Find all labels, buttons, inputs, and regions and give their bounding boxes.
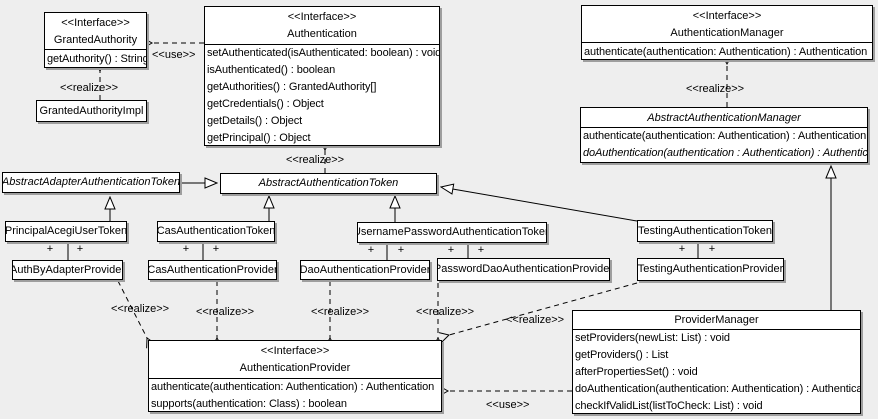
class-name: TestingAuthenticationToken	[638, 224, 772, 237]
edge-label-realize: <<realize>>	[196, 306, 255, 318]
association-end-plus: +	[76, 243, 84, 255]
method: authenticate(authentication: Authenticat…	[584, 46, 868, 58]
stereotype: <<Interface>>	[61, 17, 130, 29]
method: authenticate(authentication: Authenticat…	[151, 381, 435, 393]
edge-label-use: <<use>>	[152, 49, 196, 61]
class-name: TestingAuthenticationProvider	[637, 263, 784, 275]
class-dao-authentication-provider[interactable]: DaoAuthenticationProvider	[300, 260, 430, 280]
method: supports(authentication: Class) : boolea…	[151, 398, 347, 410]
stereotype: <<Interface>>	[260, 345, 330, 357]
association-end-plus: +	[678, 243, 686, 255]
class-name: CasAuthenticationToken	[157, 225, 275, 237]
class-name: UsernamePasswordAuthenticationToken	[357, 226, 547, 238]
edge-label-realize: <<realize>>	[311, 306, 370, 318]
edge-label-realize: <<realize>>	[286, 154, 345, 166]
class-abstract-authentication-token[interactable]: AbstractAuthenticationToken	[220, 173, 437, 194]
class-name: AbstractAuthenticationManager	[647, 112, 801, 124]
method: setProviders(newList: List) : void	[575, 332, 730, 344]
class-name: DaoAuthenticationProvider	[300, 263, 430, 276]
class-name: AbstractAuthenticationToken	[258, 177, 399, 189]
association-end-plus: +	[708, 243, 716, 255]
class-authentication-provider[interactable]: <<Interface>> AuthenticationProvider aut…	[148, 340, 442, 412]
method: checkIfValidList(listToCheck: List) : vo…	[575, 400, 763, 412]
class-testing-authentication-provider[interactable]: TestingAuthenticationProvider	[637, 258, 784, 281]
edge-label-realize: <<realize>>	[506, 314, 565, 326]
class-principal-acegi-user-token[interactable]: PrincipalAcegiUserToken	[5, 221, 127, 242]
class-abstract-adapter-authentication-token[interactable]: AbstractAdapterAuthenticationToken	[2, 172, 180, 193]
edge-label-realize: <<realize>>	[111, 303, 170, 315]
association-end-plus: +	[447, 244, 455, 256]
method: doAuthentication(authentication: Authent…	[575, 383, 860, 395]
association-end-plus: +	[367, 244, 375, 256]
method: getDetails() : Object	[207, 115, 303, 127]
edge-realize-authbyadapterprovider	[117, 280, 156, 349]
class-granted-authority[interactable]: <<Interface>> GrantedAuthority getAuthor…	[44, 12, 147, 68]
class-name: AuthByAdapterProvider	[12, 263, 123, 276]
class-authentication[interactable]: <<Interface>> Authentication setAuthenti…	[204, 6, 440, 146]
class-cas-authentication-token[interactable]: CasAuthenticationToken	[157, 221, 275, 242]
class-header: <<Interface>> AuthenticationProvider	[149, 341, 441, 379]
association-end-plus: +	[477, 244, 485, 256]
association-end-plus: +	[46, 243, 54, 255]
class-header: <<Interface>> AuthenticationManager	[582, 6, 872, 43]
edge-label-realize: <<realize>>	[686, 83, 745, 95]
class-name: PrincipalAcegiUserToken	[5, 225, 127, 237]
method: afterPropertiesSet() : void	[575, 366, 698, 378]
class-name: AbstractAdapterAuthenticationToken	[2, 176, 180, 188]
class-auth-by-adapter-provider[interactable]: AuthByAdapterProvider	[12, 260, 123, 280]
stereotype: <<Interface>>	[692, 10, 762, 22]
class-provider-manager[interactable]: ProviderManager setProviders(newList: Li…	[572, 310, 861, 414]
class-name: GrantedAuthorityImpl	[39, 104, 144, 117]
edge-label-realize: <<realize>>	[416, 306, 475, 318]
class-authentication-manager[interactable]: <<Interface>> AuthenticationManager auth…	[581, 5, 873, 60]
class-header: AbstractAuthenticationManager	[581, 108, 867, 128]
method: getProviders() : List	[575, 349, 669, 361]
class-header: <<Interface>> Authentication	[205, 7, 439, 45]
method: doAuthentication(authentication : Authen…	[583, 147, 867, 159]
class-header: <<Interface>> GrantedAuthority	[45, 13, 146, 50]
class-name: CasAuthenticationProvider	[148, 263, 277, 276]
edge-realize-testingprovider	[438, 282, 638, 343]
class-testing-authentication-token[interactable]: TestingAuthenticationToken	[637, 220, 773, 242]
stereotype: <<Interface>>	[287, 11, 357, 23]
association-end-plus: +	[212, 243, 220, 255]
class-name: GrantedAuthority	[53, 34, 138, 46]
association-end-plus: +	[397, 244, 405, 256]
method: setAuthenticated(isAuthenticated: boolea…	[207, 47, 439, 59]
edge-gen-testingtoken-abstracttoken	[441, 187, 638, 222]
class-name: PasswordDaoAuthenticationProvider	[437, 263, 610, 275]
class-granted-authority-impl[interactable]: GrantedAuthorityImpl	[36, 100, 147, 122]
class-name: ProviderManager	[674, 314, 759, 326]
method: authenticate(authentication: Authenticat…	[583, 130, 867, 142]
class-cas-authentication-provider[interactable]: CasAuthenticationProvider	[148, 260, 277, 280]
method: getAuthorities() : GrantedAuthority[]	[207, 81, 377, 93]
class-header: ProviderManager	[573, 311, 860, 330]
association-end-plus: +	[182, 243, 190, 255]
edge-label-realize: <<realize>>	[60, 82, 119, 94]
class-name: Authentication	[287, 28, 357, 40]
method: isAuthenticated() : boolean	[207, 64, 336, 76]
method: getPrincipal() : Object	[207, 132, 311, 144]
class-name: AuthenticationManager	[670, 27, 784, 39]
class-username-password-authentication-token[interactable]: UsernamePasswordAuthenticationToken	[357, 222, 547, 243]
method: getCredentials() : Object	[207, 98, 324, 110]
class-abstract-authentication-manager[interactable]: AbstractAuthenticationManager authentica…	[580, 107, 868, 163]
class-password-dao-authentication-provider[interactable]: PasswordDaoAuthenticationProvider	[437, 258, 610, 281]
class-name: AuthenticationProvider	[239, 362, 351, 374]
method: getAuthority() : String	[47, 53, 146, 65]
edge-label-use: <<use>>	[486, 399, 530, 411]
